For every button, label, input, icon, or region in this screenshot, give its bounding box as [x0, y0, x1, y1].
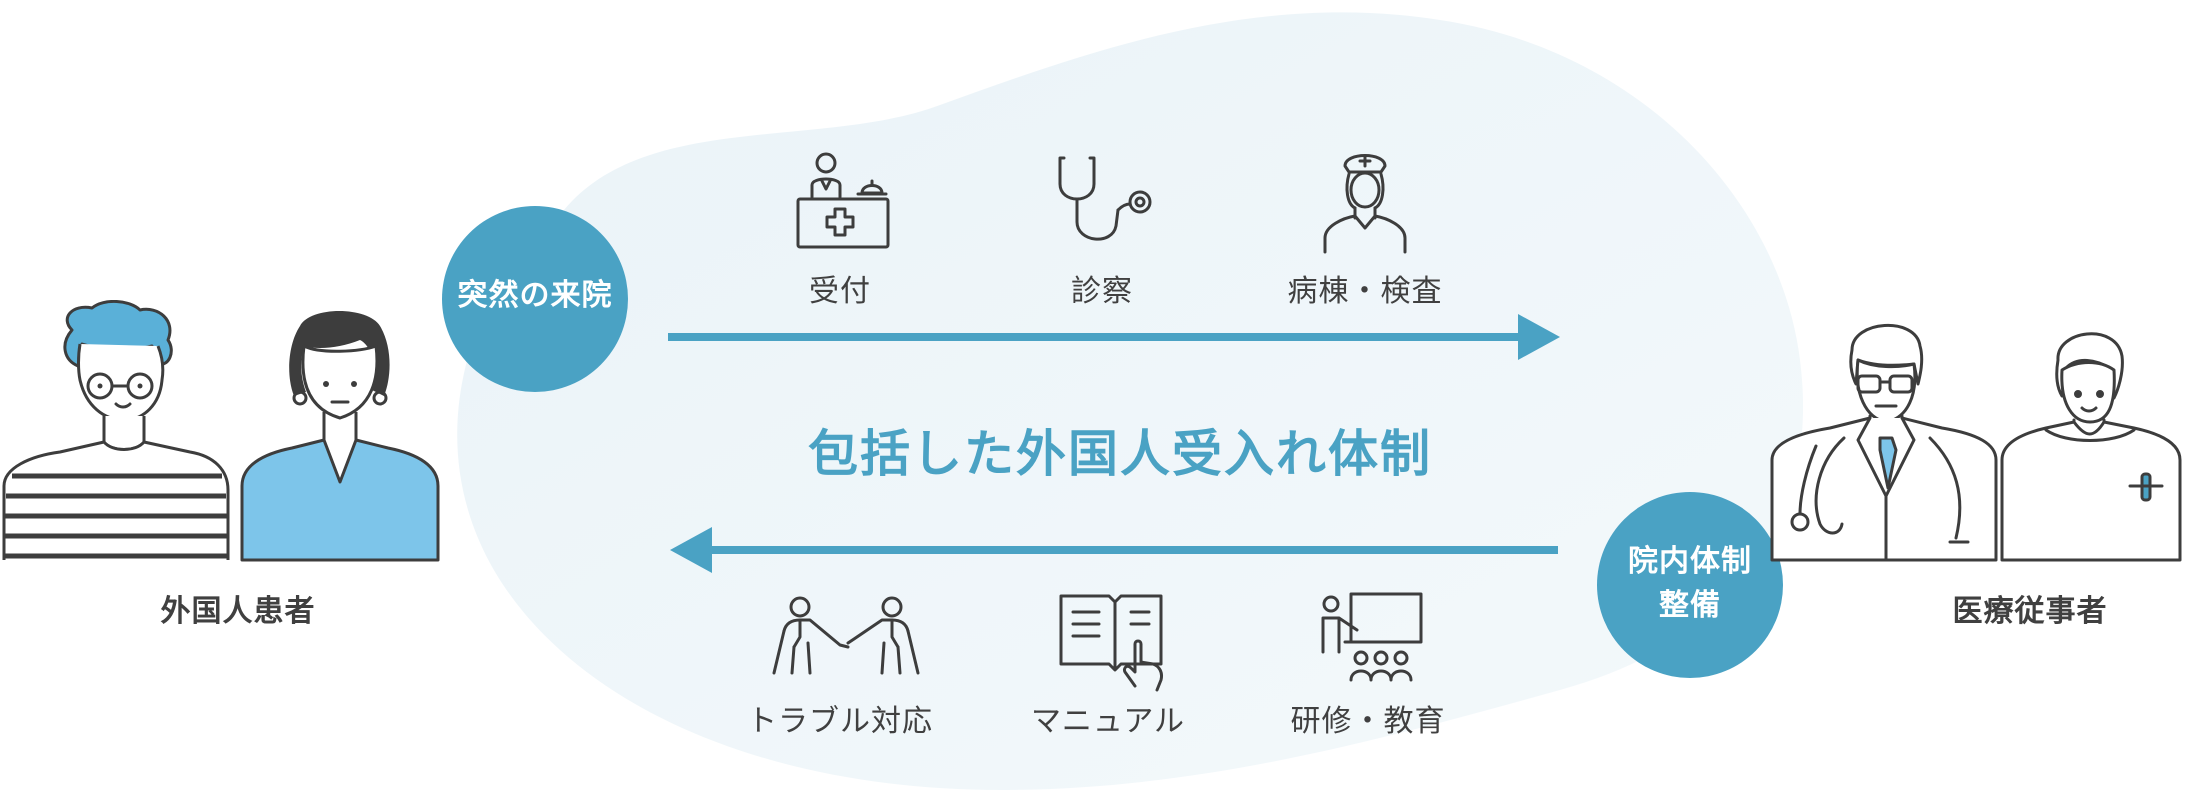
right-arrow [668, 314, 1560, 360]
nurse-icon [1323, 154, 1407, 254]
patients-illustration [2, 300, 440, 562]
system-badge-line1: 院内体制 [1628, 544, 1752, 579]
left-arrow [670, 527, 1558, 573]
staff-illustration [1770, 324, 2182, 562]
stethoscope-icon [1058, 156, 1152, 241]
system-badge-circle [1597, 492, 1783, 678]
handshake-icon [772, 596, 920, 675]
arrival-badge-circle [442, 206, 628, 392]
patient-man-figure [2, 300, 230, 560]
staff-doctor-figure [1770, 324, 1998, 562]
staff-assistant-figure [2000, 332, 2182, 562]
bottom-item-label-training: 研修・教育 [1290, 704, 1446, 739]
arrival-badge-text: 突然の来院 [457, 278, 613, 313]
manual-icon [1059, 594, 1163, 692]
reception-icon [796, 152, 890, 249]
patient-woman-figure [240, 311, 440, 562]
patients-label: 外国人患者 [160, 594, 316, 629]
center-title: 包括した外国人受入れ体制 [808, 425, 1432, 483]
top-item-label-exam: 診察 [1071, 274, 1133, 309]
bottom-item-label-manual: マニュアル [1030, 704, 1186, 739]
system-badge-line2: 整備 [1659, 588, 1721, 623]
top-item-label-ward: 病棟・検査 [1287, 274, 1443, 309]
top-item-label-reception: 受付 [809, 274, 871, 309]
system-badge-text: 院内体制 整備 [1595, 540, 1785, 628]
training-icon [1321, 592, 1423, 682]
bottom-item-label-trouble: トラブル対応 [747, 704, 933, 739]
staff-label: 医療従事者 [1952, 594, 2108, 629]
